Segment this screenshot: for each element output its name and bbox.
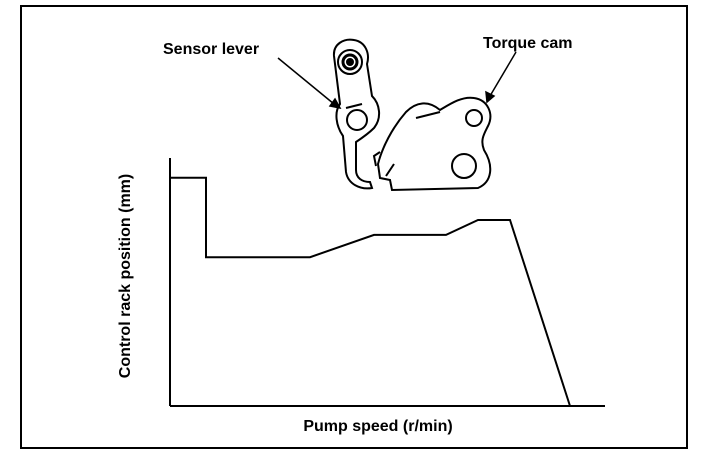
figure-border [20,5,688,449]
leader-lines [277,51,517,110]
sensor-lever-icon [332,38,380,190]
y-axis-label: Control rack position (mm) [117,174,134,378]
torque-cam-arrow-icon [485,90,496,104]
series-line [170,176,571,407]
x-axis-label: Pump speed (r/min) [303,418,452,435]
sensor-lever-label: Sensor lever [163,41,259,58]
torque-cam-label: Torque cam [483,35,573,52]
torque-cam-icon [372,96,492,192]
sensor-lever-arrow-icon [328,97,342,110]
